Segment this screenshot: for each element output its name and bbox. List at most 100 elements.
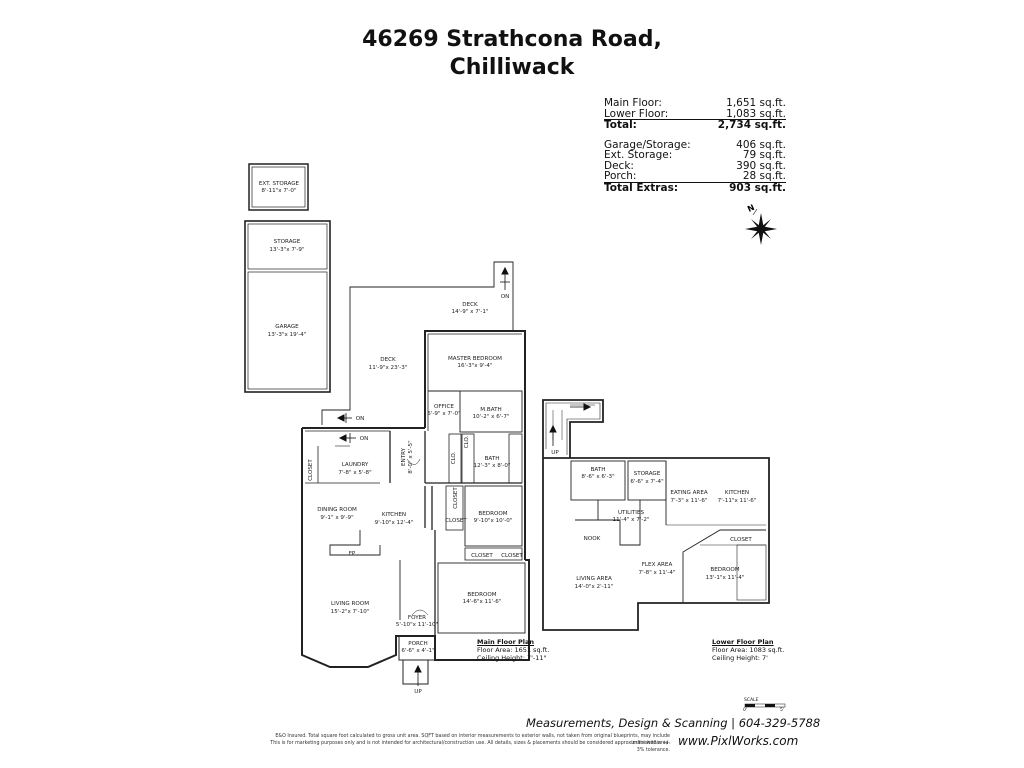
area-label: Main Floor: bbox=[604, 97, 662, 109]
area-value: 1,651 sq.ft. bbox=[726, 97, 786, 109]
room-name-porch: PORCH bbox=[408, 641, 428, 647]
room-dims-garage: 13'-3"x 19'-4" bbox=[268, 332, 307, 338]
area-value: 903 sq.ft. bbox=[729, 181, 786, 194]
room-name-mbath: M.BATH bbox=[480, 407, 501, 413]
room-name-living-main: LIVING ROOM bbox=[331, 601, 369, 607]
room-dims-master: 16'-3"x 9'-4" bbox=[457, 363, 493, 369]
room-name-kitchen-main: KITCHEN bbox=[382, 512, 406, 518]
label-closet-hall: CLOSET bbox=[453, 487, 459, 509]
room-dims-dining: 9'-1" x 9'-9" bbox=[320, 515, 354, 521]
room-dims-bath-main: 12'-3" x 8'-0" bbox=[474, 463, 511, 469]
area-row-total-extras: Total Extras: 903 sq.ft. bbox=[604, 181, 786, 194]
garage-block bbox=[244, 220, 331, 393]
room-dims-storage-lower: 6'-6" x 7'-4" bbox=[630, 479, 664, 485]
room-name-ext-storage: EXT. STORAGE bbox=[259, 181, 300, 187]
lower-plan-note-title: Lower Floor Plan bbox=[712, 638, 774, 646]
room-name-flex: FLEX AREA bbox=[642, 562, 673, 568]
label-closet-b: CLOSET bbox=[501, 553, 523, 559]
arrow-icon-up-porch bbox=[414, 664, 422, 686]
room-dims-mbath: 10'-2" x 6'-7" bbox=[473, 414, 510, 420]
room-name-storage: STORAGE bbox=[274, 239, 301, 245]
room-dims-deck-upper: 14'-9" x 7'-1" bbox=[452, 309, 489, 315]
area-label: Porch: bbox=[604, 170, 637, 182]
lower-floor-walls bbox=[542, 399, 770, 631]
room-name-deck-left: DECK bbox=[380, 357, 396, 363]
room-name-master: MASTER BEDROOM bbox=[448, 356, 502, 362]
label-closet-lower: CLOSET bbox=[730, 537, 752, 543]
label-up-porch: UP bbox=[414, 689, 422, 695]
main-plan-note-height: Ceiling Height: 7'-11" bbox=[477, 654, 547, 662]
label-fp: FP bbox=[349, 551, 356, 557]
scale-bar bbox=[744, 703, 786, 708]
main-plan-note-title: Main Floor Plan bbox=[477, 638, 535, 646]
footer-website-link[interactable]: www.PixlWorks.com bbox=[678, 734, 799, 748]
area-label: Garage/Storage: bbox=[604, 138, 691, 151]
room-name-deck-upper: DECK bbox=[462, 302, 478, 308]
footer-measurements: Measurements, Design & Scanning | 604-32… bbox=[526, 716, 821, 730]
room-name-garage: GARAGE bbox=[275, 324, 299, 330]
arrow-icon-on-deck bbox=[500, 266, 510, 290]
arrow-icon-on-left bbox=[336, 413, 352, 423]
footer-fine-print-2: This is for marketing purposes only and … bbox=[270, 741, 670, 753]
room-dims-bedroom2: 14'-6"x 11'-6" bbox=[463, 599, 502, 605]
room-dims-kitchen-lower: 7'-11"x 11'-6" bbox=[718, 498, 757, 504]
area-row-garage: Garage/Storage: 406 sq.ft. bbox=[604, 138, 786, 151]
scale-label: SCALE bbox=[744, 698, 759, 703]
arrow-icon-up-lower bbox=[549, 403, 592, 446]
lower-plan-note-height: Ceiling Height: 7' bbox=[712, 654, 768, 662]
room-name-bedroom2: BEDROOM bbox=[467, 592, 496, 598]
label-up-lower: UP bbox=[551, 450, 559, 456]
room-name-laundry: LAUNDRY bbox=[342, 462, 369, 468]
label-on-deck: ON bbox=[501, 294, 510, 300]
area-row-total: Total:2,734 sq.ft. bbox=[604, 119, 786, 131]
room-dims-bedroom1: 9'-10"x 10'-0" bbox=[474, 518, 513, 524]
room-name-dining: DINING ROOM bbox=[317, 507, 357, 513]
room-dims-ext-storage: 8'-11"x 7'-0" bbox=[261, 188, 297, 194]
room-dims-bath-lower: 8'-6" x 6'-3" bbox=[581, 474, 615, 480]
room-name-office: OFFICE bbox=[434, 404, 454, 410]
room-dims-porch: 6'-6" x 4'-1" bbox=[401, 648, 435, 654]
room-name-bath-main: BATH bbox=[485, 456, 500, 462]
area-row-lower: Lower Floor:1,083 sq.ft. bbox=[604, 108, 786, 120]
lower-plan-note-area: Floor Area: 1083 sq.ft. bbox=[712, 646, 785, 654]
footer-fine-print-1: E&O Insured. Total square foot calculate… bbox=[275, 734, 670, 746]
room-name-foyer: FOYER bbox=[408, 615, 426, 621]
room-name-bedroom1: BEDROOM bbox=[478, 511, 507, 517]
area-value: 390 sq.ft. bbox=[736, 159, 786, 172]
room-dims-eating: 7'-3" x 11'-6" bbox=[671, 498, 708, 504]
room-name-eating: EATING AREA bbox=[670, 490, 708, 496]
area-row-deck: Deck: 390 sq.ft. bbox=[604, 159, 786, 172]
room-name-utilities: UTILITIES bbox=[618, 510, 645, 516]
room-name-living-lower: LIVING AREA bbox=[576, 576, 612, 582]
area-label: Total Extras: bbox=[604, 181, 679, 194]
room-dims-office: 5'-9" x 7'-0" bbox=[427, 411, 461, 417]
area-label: Ext. Storage: bbox=[604, 149, 673, 161]
label-closet-a: CLOSET bbox=[471, 553, 493, 559]
room-dims-foyer: 5'-10"x 11'-10" bbox=[396, 622, 439, 628]
area-value: 28 sq.ft. bbox=[742, 170, 786, 182]
area-summary-table: Main Floor: 1,651 sq.ft. Lower Floor:1,08… bbox=[604, 98, 786, 193]
room-dims-deck-left: 11'-9"x 23'-3" bbox=[369, 365, 408, 371]
area-row-main: Main Floor: 1,651 sq.ft. bbox=[604, 98, 786, 109]
room-dims-utilities: 11'-4" x 7'-2" bbox=[613, 517, 650, 523]
area-value: 406 sq.ft. bbox=[736, 138, 786, 151]
area-label: Deck: bbox=[604, 159, 634, 172]
room-name-entry: ENTRY bbox=[401, 447, 407, 466]
label-closet-bedroom1: CLOSET bbox=[445, 518, 467, 524]
room-dims-laundry: 7'-8" x 5'-8" bbox=[338, 470, 372, 476]
label-on-left: ON bbox=[356, 416, 365, 422]
area-value: 79 sq.ft. bbox=[742, 149, 786, 161]
room-dims-bedroom-lower: 13'-1"x 11'-4" bbox=[706, 575, 745, 581]
area-label: Total: bbox=[604, 119, 637, 131]
compass-north-label: N bbox=[746, 203, 756, 214]
room-name-bath-lower: BATH bbox=[591, 467, 606, 473]
room-name-bedroom-lower: BEDROOM bbox=[710, 567, 739, 573]
room-name-storage-lower: STORAGE bbox=[634, 471, 661, 477]
area-row-porch: Porch: 28 sq.ft. bbox=[604, 171, 786, 182]
room-dims-living-main: 15'-2"x 7'-10" bbox=[331, 609, 370, 615]
scale-start: 0' bbox=[743, 708, 748, 713]
label-clo-1: CLO. bbox=[451, 451, 457, 464]
room-name-nook: NOOK bbox=[584, 536, 601, 542]
ext-storage-room bbox=[248, 163, 309, 211]
label-clo-2: CLO. bbox=[464, 435, 470, 448]
